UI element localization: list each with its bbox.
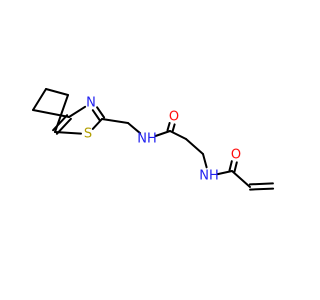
double-bond-c_carbonyl1-o1-a [171,123,176,133]
atom-label-layer: N S NH O NH O [84,96,241,184]
atom-label-n_thz: N [86,96,96,111]
single-bond-a4-n_thz [68,105,87,118]
bond-layer [32,88,275,191]
single-bond-a5-s_thz [91,118,103,130]
double-bond-c_carbonyl2-o2-b [228,160,233,172]
atom-label-o1: O [169,110,179,125]
single-bond-n_amide1-c_carbonyl1 [154,130,171,137]
atom-label-n_amide1: NH [137,132,157,147]
single-bond-ch2-n_amide1 [127,122,142,135]
double-bond-a4-a6-a [52,114,69,132]
single-bond-a2-a3 [45,88,69,96]
canvas-background [0,0,300,300]
single-bond-c_carbonyl2-c_vinyl1 [231,170,251,188]
double-bond-n_thz-a5-a [91,109,101,122]
double-bond-n_thz-a5-b [96,106,106,119]
atom-label-s_thz: S [84,127,92,142]
single-bond-c_b2-n_amide2 [202,153,208,169]
double-bond-c_carbonyl1-o1-b [166,122,171,132]
single-bond-a1-a4 [32,109,70,118]
double-bond-c_vinyl1-c_vinyl2-b [248,182,274,186]
atom-label-n_amide2: NH [199,169,219,184]
single-bond-a5-ch2 [101,118,129,124]
molecule-structure: N S NH O NH O [0,0,300,300]
single-bond-n_amide2-c_carbonyl2 [216,170,233,176]
single-bond-c_carbonyl1-c_b1 [169,130,187,140]
atom-label-o2: O [231,148,241,163]
double-bond-c_vinyl1-c_vinyl2-a [249,187,275,191]
single-bond-c_b1-c_b2 [185,138,204,155]
double-bond-c_carbonyl2-o2-a [233,161,238,173]
single-bond-a6-s_thz [54,131,82,135]
single-bond-a1-a2 [32,88,47,111]
